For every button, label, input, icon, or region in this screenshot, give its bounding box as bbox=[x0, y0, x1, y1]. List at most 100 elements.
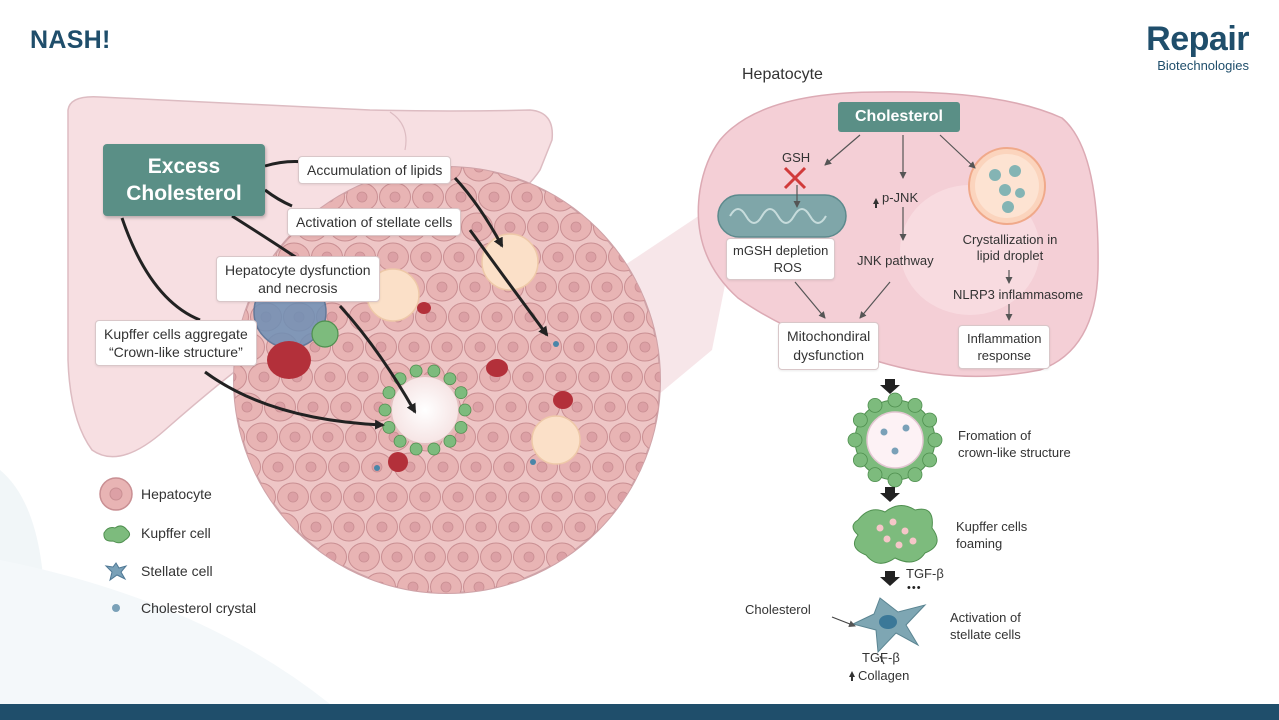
hepatocyte-nucleus bbox=[637, 401, 649, 413]
hepatocyte-nucleus bbox=[289, 431, 301, 443]
red-blood-cell bbox=[553, 391, 573, 409]
kupffer-cell bbox=[852, 452, 868, 468]
hepatocyte-nucleus bbox=[585, 251, 597, 263]
hepatocyte bbox=[234, 482, 243, 512]
hepatocyte bbox=[626, 212, 658, 242]
hepatocyte bbox=[630, 512, 660, 542]
hepatocyte-nucleus bbox=[557, 311, 569, 323]
kupffer-cell bbox=[382, 420, 396, 434]
hepatocyte-nucleus bbox=[258, 371, 270, 383]
label-line: and necrosis bbox=[258, 280, 338, 296]
hepatocyte-nucleus bbox=[322, 431, 334, 443]
hepatocyte-nucleus bbox=[437, 461, 449, 473]
nlrp3-label: NLRP3 inflammasome bbox=[953, 287, 1084, 302]
hepatocyte-nucleus bbox=[343, 521, 355, 533]
hepatocyte-nucleus bbox=[457, 551, 469, 563]
hepatocyte-nucleus bbox=[491, 311, 503, 323]
kupffer-cell-icon bbox=[103, 525, 131, 544]
hepatocyte-nucleus bbox=[376, 521, 388, 533]
hepatocyte-nucleus bbox=[470, 461, 482, 473]
hepatocyte-nucleus bbox=[244, 521, 256, 533]
hepatocyte bbox=[628, 572, 660, 593]
kupffer-cell bbox=[382, 386, 396, 400]
hepatocyte bbox=[628, 167, 660, 182]
kupffer-cell bbox=[887, 472, 903, 488]
crown-formation-label: Fromation of crown-like structure bbox=[958, 427, 1071, 461]
hepatocyte bbox=[234, 452, 261, 482]
hepatocyte-nucleus bbox=[655, 551, 660, 563]
hepatocyte-nucleus bbox=[635, 461, 647, 473]
label-line: crown-like structure bbox=[958, 445, 1071, 460]
kupffer-cell bbox=[458, 403, 472, 417]
hepatocyte bbox=[644, 362, 660, 392]
jnk-pathway-label: JNK pathway bbox=[857, 253, 934, 268]
hepatocyte-nucleus bbox=[523, 551, 535, 563]
hepatocyte-nucleus bbox=[619, 431, 631, 443]
hepatocyte-nucleus bbox=[508, 521, 520, 533]
hepatocyte bbox=[234, 422, 245, 452]
tgf-beta-top-label: TGF-β bbox=[906, 566, 944, 581]
hepatocyte-nucleus bbox=[256, 431, 268, 443]
hepatocyte-nucleus bbox=[606, 341, 618, 353]
hepatocyte-nucleus bbox=[242, 581, 254, 593]
hepatocyte-nucleus bbox=[471, 221, 483, 233]
hepatocyte-nucleus bbox=[487, 431, 499, 443]
label-line: Kupffer cells bbox=[956, 519, 1028, 534]
slide-title: NASH! bbox=[30, 26, 111, 54]
hepatocyte-nucleus bbox=[212, 522, 222, 532]
arrow-accumulation-lipids bbox=[453, 176, 504, 248]
hepatocyte-nucleus bbox=[569, 461, 581, 473]
hepatocyte-nucleus bbox=[452, 491, 464, 503]
hepatocyte-nucleus bbox=[536, 461, 548, 473]
foamy-kupffer-cell-icon bbox=[852, 505, 938, 564]
hepatocyte-nucleus bbox=[505, 401, 517, 413]
hepatocyte-nucleus bbox=[503, 461, 515, 473]
hepatocyte-nucleus bbox=[538, 401, 550, 413]
hepatocyte-nucleus bbox=[239, 461, 251, 473]
hepatocyte-nucleus bbox=[490, 551, 502, 563]
excess-cholesterol-box: Excess Cholesterol bbox=[103, 144, 265, 216]
hepatocyte bbox=[579, 542, 611, 572]
kupffer-cell bbox=[393, 434, 407, 448]
kupffer-cell bbox=[454, 420, 468, 434]
hepatocyte-nucleus bbox=[310, 521, 322, 533]
hepatocyte bbox=[643, 182, 660, 212]
cholesterol-crystal bbox=[530, 459, 536, 465]
hepatocyte-nucleus bbox=[571, 401, 583, 413]
kupffer-cell bbox=[427, 442, 441, 456]
cholesterol-crystal bbox=[374, 465, 380, 471]
hepatocyte-nucleus bbox=[209, 402, 219, 412]
hepatocyte-nucleus bbox=[308, 581, 320, 593]
hepatocyte-nucleus bbox=[623, 311, 635, 323]
collagen-label: Collagen bbox=[858, 668, 910, 683]
hepatocyte-nucleus bbox=[574, 521, 586, 533]
hepatocyte-nucleus bbox=[419, 491, 431, 503]
hepatocyte-nucleus bbox=[639, 341, 651, 353]
arrow-to-kupffer bbox=[120, 217, 201, 322]
hepatocyte bbox=[642, 422, 660, 452]
tgf-beta-bottom-label: TGF-β bbox=[862, 650, 900, 665]
label-line: Fromation of bbox=[958, 428, 1031, 443]
hepatocyte-nucleus bbox=[472, 401, 484, 413]
hepatocyte-nucleus bbox=[539, 581, 551, 593]
hepatocyte-nucleus bbox=[602, 461, 614, 473]
hepatocyte-nucleus bbox=[254, 491, 266, 503]
hepatocyte bbox=[265, 572, 297, 593]
hepatocyte-nucleus bbox=[326, 311, 338, 323]
hepatocyte-nucleus bbox=[640, 521, 652, 533]
hepatocyte-nucleus bbox=[488, 191, 500, 203]
hepatocyte-nucleus bbox=[652, 431, 660, 443]
hepatocyte-nucleus bbox=[584, 491, 596, 503]
mgsh-depletion-box: mGSH depletion ROS bbox=[726, 238, 836, 280]
hepatocyte bbox=[577, 182, 609, 212]
hepatocyte-nucleus bbox=[277, 521, 289, 533]
logo-subtitle: Biotechnologies bbox=[1157, 58, 1249, 73]
hepatocyte bbox=[661, 393, 692, 421]
hepatocyte-nucleus bbox=[650, 491, 660, 503]
hepatocyte bbox=[640, 482, 660, 512]
hepatocyte-nucleus bbox=[475, 521, 487, 533]
hepatocyte-nucleus bbox=[603, 221, 615, 233]
arrow-hepatocyte-dysfunction bbox=[338, 304, 417, 414]
lipid-droplet-cell bbox=[531, 415, 581, 465]
hepatocyte-nucleus bbox=[387, 251, 399, 263]
